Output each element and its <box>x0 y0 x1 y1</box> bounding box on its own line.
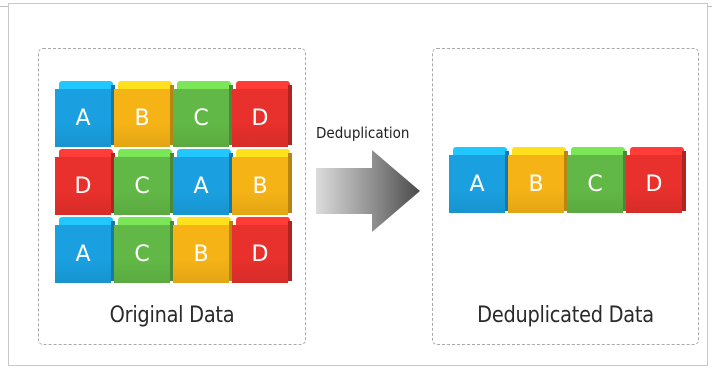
data-block-d: D <box>232 81 292 147</box>
block-letter: D <box>232 225 288 283</box>
block-side-face <box>288 85 292 145</box>
data-block-d: D <box>626 147 686 213</box>
block-side-face <box>229 153 233 213</box>
block-top-face <box>59 217 113 226</box>
block-top-face <box>118 81 172 90</box>
block-top-face <box>118 149 172 158</box>
block-top-face <box>177 217 231 226</box>
arrow-right-icon <box>316 150 420 232</box>
deduplicated-data-caption: Deduplicated Data <box>477 303 654 328</box>
block-letter: C <box>173 89 229 147</box>
block-letter: D <box>232 89 288 147</box>
block-top-face <box>571 147 625 156</box>
block-side-face <box>170 85 174 145</box>
data-block-a: A <box>55 217 115 283</box>
block-side-face <box>288 153 292 213</box>
block-letter: C <box>567 155 623 213</box>
block-side-face <box>505 151 509 211</box>
data-block-a: A <box>449 147 509 213</box>
block-side-face <box>229 221 233 281</box>
block-side-face <box>623 151 627 211</box>
block-side-face <box>288 221 292 281</box>
block-top-face <box>177 81 231 90</box>
block-top-face <box>236 217 290 226</box>
block-letter: A <box>55 89 111 147</box>
data-block-b: B <box>508 147 568 213</box>
block-side-face <box>111 153 115 213</box>
block-top-face <box>236 81 290 90</box>
data-block-c: C <box>114 217 174 283</box>
block-letter: C <box>114 157 170 215</box>
data-block-c: C <box>173 81 233 147</box>
original-data-caption: Original Data <box>109 303 235 328</box>
block-top-face <box>512 147 566 156</box>
data-block-d: D <box>55 149 115 215</box>
data-block-b: B <box>114 81 174 147</box>
block-top-face <box>453 147 507 156</box>
data-block-c: C <box>114 149 174 215</box>
block-letter: B <box>173 225 229 283</box>
block-letter: C <box>114 225 170 283</box>
data-block-b: B <box>232 149 292 215</box>
data-block-b: B <box>173 217 233 283</box>
block-letter: A <box>449 155 505 213</box>
data-block-c: C <box>567 147 627 213</box>
block-letter: A <box>55 225 111 283</box>
block-side-face <box>564 151 568 211</box>
block-top-face <box>236 149 290 158</box>
block-letter: D <box>626 155 682 213</box>
deduplication-label: Deduplication <box>316 124 410 142</box>
block-side-face <box>111 85 115 145</box>
block-letter: D <box>55 157 111 215</box>
data-block-d: D <box>232 217 292 283</box>
block-top-face <box>59 81 113 90</box>
block-letter: B <box>508 155 564 213</box>
block-letter: A <box>173 157 229 215</box>
block-side-face <box>170 221 174 281</box>
block-top-face <box>630 147 684 156</box>
data-block-a: A <box>173 149 233 215</box>
block-side-face <box>229 85 233 145</box>
block-top-face <box>118 217 172 226</box>
block-letter: B <box>232 157 288 215</box>
block-side-face <box>682 151 686 211</box>
data-block-a: A <box>55 81 115 147</box>
block-side-face <box>111 221 115 281</box>
block-top-face <box>59 149 113 158</box>
block-letter: B <box>114 89 170 147</box>
block-top-face <box>177 149 231 158</box>
block-side-face <box>170 153 174 213</box>
